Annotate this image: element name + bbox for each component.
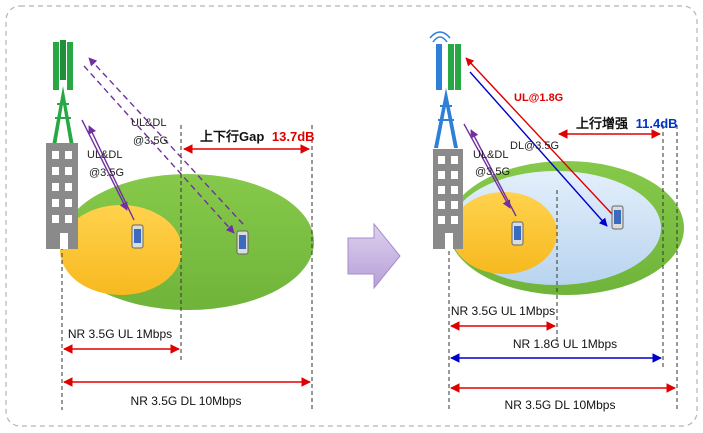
left-ul-coverage [60, 205, 182, 295]
right-near-link-label-2: @3.5G [475, 166, 510, 178]
gain-value: 11.4dB [636, 116, 678, 131]
left-near-ul-arrow [88, 125, 135, 221]
left-near-link-label-2: @3.5G [89, 167, 124, 179]
right-near-link-label-1: UL&DL [473, 149, 508, 161]
smartphone-icon [236, 230, 249, 255]
left-panel: UL&DL @3.5G UL&DL @3.5G 上下行Gap 13.7dB NR… [46, 40, 315, 410]
right-ul18-label: UL@1.8G [514, 92, 563, 104]
right-range-dl35-label: NR 3.5G DL 10Mbps [505, 398, 616, 412]
left-range-ul-label: NR 3.5G UL 1Mbps [68, 327, 172, 341]
left-far-ul-arrow [88, 57, 244, 225]
right-near-ul-arrow [470, 129, 517, 217]
right-arrow-icon [347, 222, 401, 290]
left-far-link-label-1: UL&DL [131, 117, 166, 129]
right-dl35-arrow [469, 71, 608, 227]
left-range-dl-label: NR 3.5G DL 10Mbps [131, 394, 242, 408]
left-near-dl-arrow [81, 119, 128, 211]
gap-label: 上下行Gap [200, 129, 264, 144]
dual-band-tower-icon [429, 31, 461, 148]
smartphone-icon [511, 221, 524, 246]
left-far-dl-arrow [83, 65, 235, 234]
smartphone-icon [131, 224, 144, 249]
gap-value: 13.7dB [272, 129, 315, 144]
left-far-link-label-2: @3.5G [133, 135, 168, 147]
right-range-ul35-label: NR 3.5G UL 1Mbps [451, 304, 555, 318]
building-icon [46, 143, 78, 249]
building-icon [433, 149, 463, 249]
right-ul35-coverage [451, 192, 557, 274]
svg-text:上行增强 11.4dB: 上行增强 11.4dB [576, 116, 678, 131]
cell-tower-icon [52, 40, 74, 146]
right-range-ul18-label: NR 1.8G UL 1Mbps [513, 337, 617, 351]
svg-text:上下行Gap 13.7dB: 上下行Gap 13.7dB [200, 129, 315, 144]
smartphone-icon [611, 205, 624, 230]
right-dl35-label: DL@3.5G [510, 140, 559, 152]
right-ul18-arrow [465, 57, 613, 215]
left-near-link-label-1: UL&DL [87, 149, 122, 161]
gain-label: 上行增强 [576, 116, 628, 131]
right-panel: UL&DL @3.5G UL@1.8G DL@3.5G 上行增强 11.4dB … [429, 31, 684, 412]
